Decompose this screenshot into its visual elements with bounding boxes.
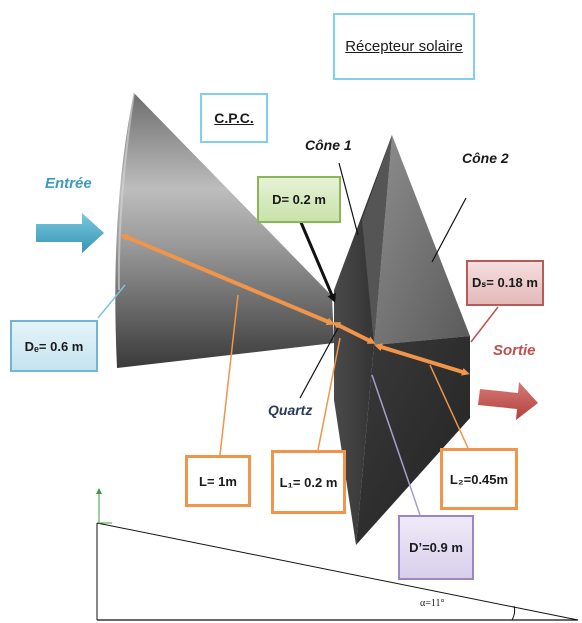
dim-arrow-l2 bbox=[374, 343, 470, 376]
outlet-arrow bbox=[478, 382, 538, 420]
quartz-label: Quartz bbox=[268, 402, 313, 418]
cpc-label-box: C.P.C. bbox=[200, 93, 268, 143]
leader-lines bbox=[97, 162, 499, 516]
inclination-angle-label: α=11° bbox=[420, 598, 445, 609]
cone-2 bbox=[356, 135, 470, 545]
dim-l2-box: L₂=0.45m bbox=[440, 448, 518, 510]
dim-ds-box: Dₛ= 0.18 m bbox=[466, 260, 544, 306]
title-box: Récepteur solaire bbox=[333, 13, 475, 80]
dim-l-box: L= 1m bbox=[185, 455, 251, 507]
dim-arrow-l1 bbox=[332, 322, 376, 344]
dim-d-box: D= 0.2 m bbox=[257, 176, 341, 223]
dim-arrow-l bbox=[120, 233, 335, 326]
inlet-label: Entrée bbox=[45, 175, 92, 192]
dim-dprime-box: D’=0.9 m bbox=[398, 515, 474, 580]
cone-2-label: Cône 2 bbox=[462, 150, 509, 166]
inclined-ground bbox=[96, 488, 579, 621]
dim-l1-box: L₁= 0.2 m bbox=[271, 450, 346, 514]
outlet-label: Sortie bbox=[493, 342, 536, 359]
cone-1-label: Cône 1 bbox=[305, 137, 352, 153]
dim-de-box: Dₑ= 0.6 m bbox=[10, 320, 98, 372]
inlet-arrow bbox=[36, 213, 104, 253]
